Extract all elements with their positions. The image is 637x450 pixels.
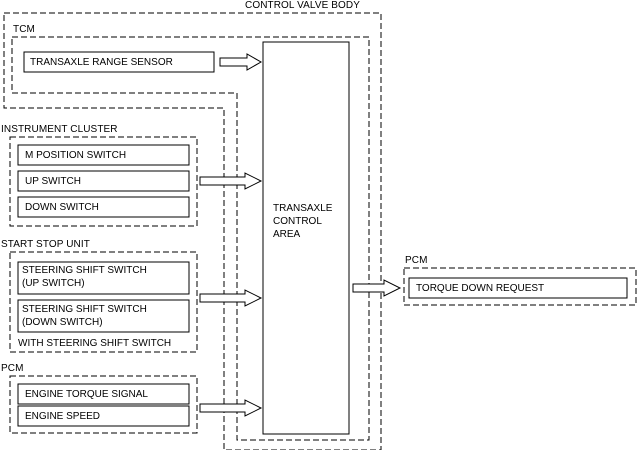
up-switch-box xyxy=(17,170,190,192)
control-valve-body-outline xyxy=(3,12,382,450)
engine-speed-text: ENGINE SPEED xyxy=(25,411,101,422)
torque-down-request-box xyxy=(408,277,628,299)
control-area-line1: TRANSAXLE xyxy=(273,203,333,214)
down-switch-box xyxy=(17,196,190,218)
arrow-torque-down xyxy=(352,279,402,297)
instrument-cluster-label: INSTRUMENT CLUSTER xyxy=(1,124,118,135)
tcm-outline xyxy=(11,36,370,441)
control-area-line2: CONTROL xyxy=(273,216,322,227)
arrow-start-stop-unit xyxy=(199,289,263,307)
control-area-line3: AREA xyxy=(273,229,301,240)
steering-shift-down-line1: STEERING SHIFT SWITCH xyxy=(22,304,147,315)
down-switch-text: DOWN SWITCH xyxy=(25,202,99,213)
m-position-switch-text: M POSITION SWITCH xyxy=(25,150,127,161)
steering-shift-up-box xyxy=(17,261,190,295)
transaxle-range-sensor-text: TRANSAXLE RANGE SENSOR xyxy=(30,57,173,68)
engine-speed-box xyxy=(17,405,190,427)
transaxle-range-sensor-box xyxy=(23,51,215,73)
pcm-input-label: PCM xyxy=(1,363,24,374)
torque-down-request-text: TORQUE DOWN REQUEST xyxy=(416,283,545,294)
instrument-cluster-outline xyxy=(9,136,198,227)
arrow-range-sensor xyxy=(219,53,263,71)
m-position-switch-box xyxy=(17,144,190,166)
with-steering-shift-note: WITH STEERING SHIFT SWITCH xyxy=(18,338,172,349)
steering-shift-down-line2: (DOWN SWITCH) xyxy=(22,317,103,328)
steering-shift-up-line2: (UP SWITCH) xyxy=(22,278,85,289)
pcm-output-label: PCM xyxy=(405,255,428,266)
tcm-label: TCM xyxy=(13,24,35,35)
steering-shift-up-line1: STEERING SHIFT SWITCH xyxy=(22,265,147,276)
engine-torque-signal-box xyxy=(17,383,190,405)
up-switch-text: UP SWITCH xyxy=(25,176,81,187)
pcm-input-outline xyxy=(9,375,198,434)
start-stop-unit-outline xyxy=(9,251,198,353)
arrow-instrument-cluster xyxy=(199,172,263,190)
steering-shift-down-box xyxy=(17,299,190,333)
engine-torque-signal-text: ENGINE TORQUE SIGNAL xyxy=(25,389,148,400)
start-stop-unit-label: START STOP UNIT xyxy=(1,239,90,250)
transaxle-control-area-box xyxy=(262,41,350,435)
control-valve-body-label: CONTROL VALVE BODY xyxy=(245,0,360,11)
arrow-pcm-input xyxy=(199,399,263,417)
